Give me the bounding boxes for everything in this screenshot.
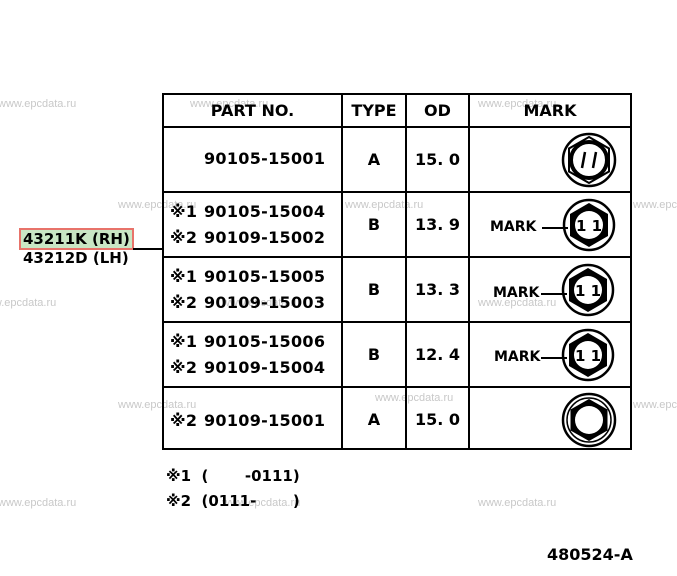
watermark: www.epcdata.ru bbox=[0, 497, 77, 509]
bolt-head-two-slash-icon bbox=[561, 132, 617, 188]
svg-text:1 1: 1 1 bbox=[575, 347, 601, 365]
column-divider bbox=[468, 95, 470, 448]
type-value: A bbox=[367, 150, 381, 169]
od-value: 12. 4 bbox=[414, 345, 461, 364]
row-divider bbox=[164, 386, 630, 388]
od-value: 13. 3 bbox=[414, 280, 461, 299]
watermark: www.epcdata.ru bbox=[345, 199, 424, 211]
watermark: www.epcdata.ru bbox=[633, 199, 677, 211]
bolt-head-11-icon: 1 1 bbox=[562, 198, 616, 252]
watermark: www.epcdata.ru bbox=[118, 199, 197, 211]
watermark: www.epcdata.ru bbox=[633, 399, 677, 411]
watermark: www.epcdata.ru bbox=[478, 98, 557, 110]
footnote-2: ※2 (0111- ) bbox=[166, 492, 300, 510]
row-divider bbox=[164, 126, 630, 128]
figure-number: 480524-A bbox=[547, 545, 633, 564]
od-value: 15. 0 bbox=[414, 409, 461, 429]
bolt-head-plain-icon bbox=[561, 392, 617, 448]
mark-leader-line bbox=[541, 357, 567, 359]
type-value: B bbox=[367, 345, 381, 364]
svg-text:1 1: 1 1 bbox=[576, 217, 602, 235]
od-value: 15. 0 bbox=[414, 150, 461, 169]
mark-label: MARK bbox=[490, 219, 537, 235]
watermark: www.epcdata.ru bbox=[222, 297, 301, 309]
header-od: OD bbox=[424, 101, 451, 120]
column-divider bbox=[341, 95, 343, 448]
watermark: www.epcdata.ru bbox=[0, 297, 57, 309]
svg-text:1 1: 1 1 bbox=[575, 282, 601, 300]
type-value: B bbox=[367, 215, 381, 234]
row-divider bbox=[164, 191, 630, 193]
type-value: B bbox=[367, 280, 381, 299]
mark-leader-line bbox=[541, 293, 567, 295]
mark-label: MARK bbox=[494, 349, 541, 365]
watermark: www.epcdata.ru bbox=[0, 98, 77, 110]
mark-label: MARK bbox=[493, 285, 540, 301]
watermark: www.epcdata.ru bbox=[222, 497, 301, 509]
bolt-head-11-icon: 1 1 bbox=[561, 263, 615, 317]
bolt-head-11-icon: 1 1 bbox=[561, 328, 615, 382]
header-part-no: PART NO. bbox=[210, 101, 295, 120]
callout-leader-line bbox=[133, 248, 163, 250]
watermark: www.epcdata.ru bbox=[118, 399, 197, 411]
watermark: www.epcdata.ru bbox=[478, 497, 557, 509]
type-value: A bbox=[367, 409, 381, 429]
callout-part-lh: 43212D (LH) bbox=[23, 249, 129, 267]
watermark: www.epcdata.ru bbox=[375, 392, 454, 404]
od-value: 13. 9 bbox=[414, 215, 461, 234]
header-mark: MARK bbox=[523, 101, 577, 120]
column-divider bbox=[405, 95, 407, 448]
part-number[interactable]: 90105-15001 bbox=[204, 149, 326, 168]
row-divider bbox=[164, 321, 630, 323]
mark-leader-line bbox=[542, 227, 568, 229]
watermark: www.epcdata.ru bbox=[478, 297, 557, 309]
header-type: TYPE bbox=[351, 101, 397, 120]
row-divider bbox=[164, 256, 630, 258]
footnote-1: ※1 ( -0111) bbox=[166, 467, 300, 485]
parts-table: PART NO. TYPE OD MARK 90105-15001 A 15. … bbox=[162, 93, 632, 450]
callout-part-rh[interactable]: 43211K (RH) bbox=[19, 228, 134, 250]
watermark: www.epcdata.ru bbox=[190, 98, 269, 110]
